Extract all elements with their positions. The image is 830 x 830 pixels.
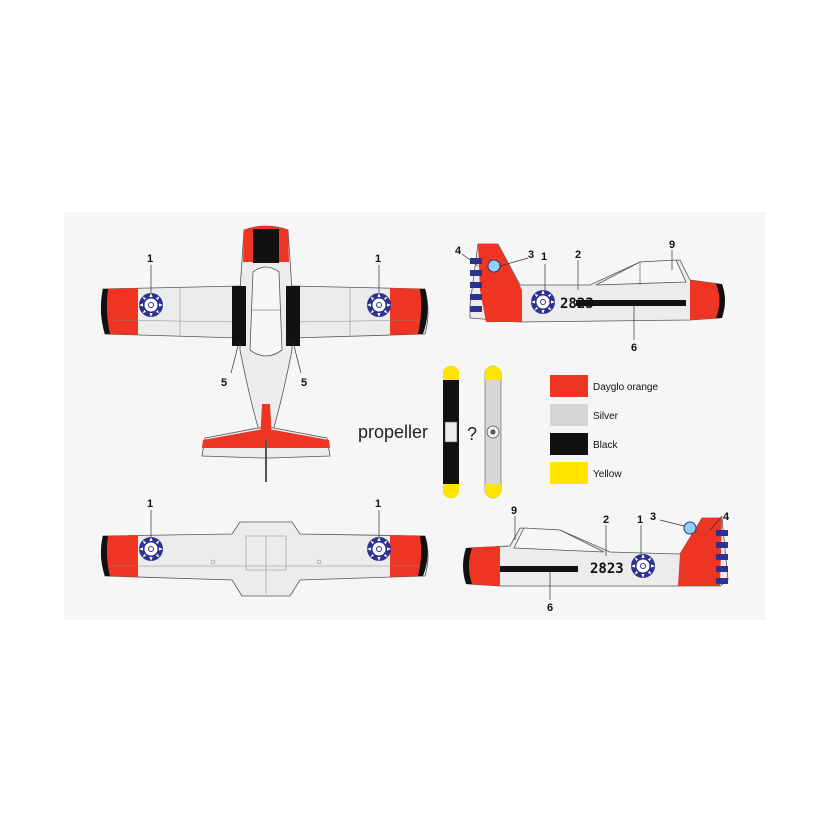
color-legend: Dayglo orange Silver Black Yellow (550, 375, 658, 484)
side-left-serial: 2823 (590, 561, 624, 577)
side-left-canopy (513, 527, 605, 553)
side-view-left: 2823 9 2 1 3 4 6 (463, 505, 730, 614)
legend-label-yellow: Yellow (593, 469, 622, 480)
top-left-wingtip (104, 288, 138, 335)
side-right-serial: 2823 (560, 296, 594, 312)
callout-9: 9 (511, 505, 517, 517)
side-left-black-stripe (500, 566, 578, 572)
top-left-roundel (139, 293, 163, 317)
side-right-canopy (595, 259, 687, 286)
side-left-roundel (631, 554, 655, 578)
top-canopy (249, 266, 283, 357)
top-right-wingtip (390, 288, 425, 335)
callout-9: 9 (669, 239, 675, 251)
callout-5: 5 (301, 377, 307, 389)
callout-2: 2 (575, 249, 581, 261)
top-view: 1 1 5 5 (100, 225, 429, 482)
legend-label-silver: Silver (593, 411, 619, 422)
propeller-silver (484, 365, 502, 499)
side-right-black-stripe (576, 300, 686, 306)
callout-2: 2 (603, 514, 609, 526)
callout-1: 1 (637, 514, 643, 526)
callout-1: 1 (541, 251, 547, 263)
top-right-walkway (286, 286, 300, 346)
under-view: 1 1 (100, 498, 429, 597)
callout-6: 6 (631, 342, 637, 354)
propeller-black (443, 366, 459, 498)
legend-swatch-black (550, 433, 588, 455)
side-view-right: 2823 4 3 1 2 9 6 (455, 239, 725, 354)
legend-label-black: Black (593, 440, 618, 451)
tail-badge-icon (487, 259, 501, 273)
callout-5: 5 (221, 377, 227, 389)
callout-1: 1 (375, 253, 381, 265)
question-mark: ? (467, 424, 477, 444)
under-right-roundel (367, 537, 391, 561)
callout-1: 1 (147, 498, 153, 510)
under-left-roundel (139, 537, 163, 561)
callout-1: 1 (375, 498, 381, 510)
legend-label-dayglo-orange: Dayglo orange (593, 382, 658, 393)
top-right-roundel (367, 293, 391, 317)
callout-1: 1 (147, 253, 153, 265)
top-left-walkway (232, 286, 246, 346)
callout-4: 4 (455, 245, 462, 257)
callout-3: 3 (650, 511, 656, 523)
legend-swatch-dayglo-orange (550, 375, 588, 397)
propeller-label: propeller (358, 422, 428, 442)
legend-swatch-yellow (550, 462, 588, 484)
legend-swatch-silver (550, 404, 588, 426)
callout-3: 3 (528, 249, 534, 261)
tail-badge-icon (683, 521, 697, 535)
side-right-roundel (531, 290, 555, 314)
top-anti-glare (253, 229, 279, 263)
callout-6: 6 (547, 602, 553, 614)
callout-4: 4 (723, 511, 730, 523)
